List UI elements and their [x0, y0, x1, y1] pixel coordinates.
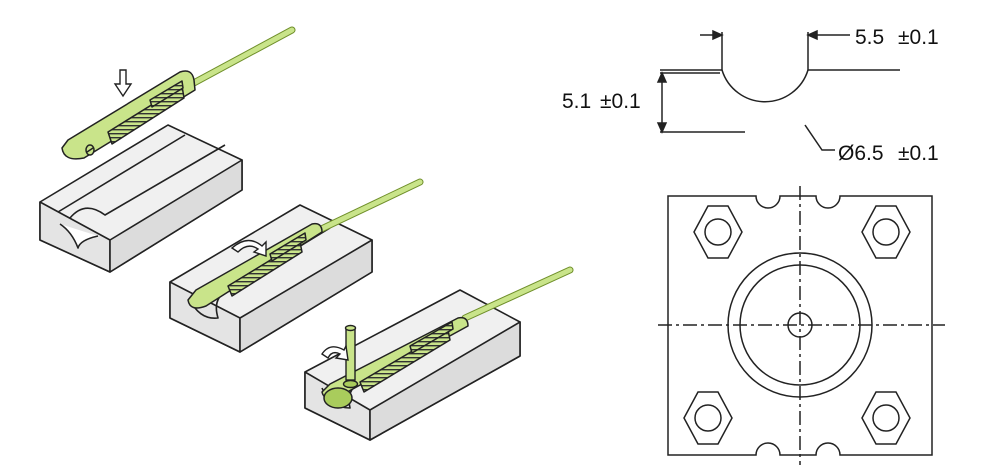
slot-depth-tol: ±0.1 [600, 90, 641, 113]
step-3-pin-locking [304, 266, 574, 441]
sensor-2 [187, 178, 424, 309]
hole-diameter-tol: ±0.1 [898, 142, 939, 165]
slot-dimension-detail [656, 29, 900, 151]
sensor-3 [321, 266, 574, 409]
slot-width-tol: ±0.1 [898, 26, 939, 49]
block-1 [39, 124, 243, 273]
slot-depth-value: 5.1 [562, 90, 591, 113]
rotate-arrow-icon [230, 239, 267, 257]
flange-top-view [658, 186, 945, 465]
hex-nut-top-right [861, 205, 911, 259]
hex-nut-bottom-left [683, 391, 733, 445]
flange-outline [667, 195, 933, 456]
hole-diameter-value: Ø6.5 [838, 142, 884, 165]
dim-hole-diameter: Ø6.5 ±0.1 [838, 142, 939, 165]
block-2 [169, 204, 373, 353]
step-2-sensor-in-groove [169, 178, 424, 353]
rotate-arrow-icon [321, 343, 349, 361]
down-arrow-icon [113, 69, 133, 98]
dim-slot-width: 5.5 ±0.1 [855, 26, 939, 49]
dim-slot-depth: 5.1 ±0.1 [562, 90, 641, 113]
hex-nut-bottom-right [861, 391, 911, 445]
slot-width-value: 5.5 [855, 26, 884, 49]
block-3 [304, 289, 521, 441]
sensor-1 [61, 26, 296, 160]
hex-nut-top-left [693, 205, 743, 259]
step-1-sensor-above-block [39, 26, 296, 273]
